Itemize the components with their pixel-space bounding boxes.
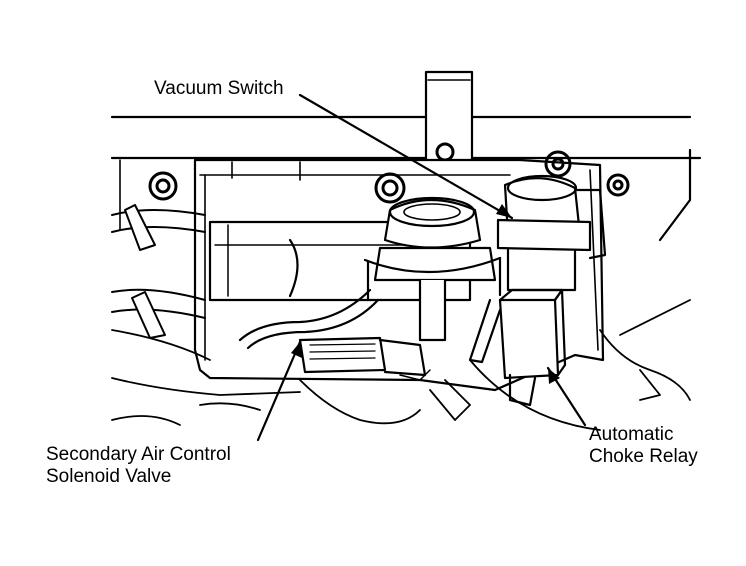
- leader-arrowheads: [291, 204, 560, 384]
- upper-mounting-bracket: [424, 70, 474, 174]
- vacuum-switch-label: Vacuum Switch: [154, 78, 284, 100]
- air-control-valve: [363, 196, 502, 342]
- choke-relay-label-line1: Automatic: [589, 424, 674, 445]
- lower-engine-details: [111, 299, 691, 431]
- vacuum-switch-label-text: Vacuum Switch: [154, 78, 284, 99]
- secondary-air-label-line1: Secondary Air Control: [46, 444, 231, 465]
- choke-relay-label: Automatic Choke Relay: [589, 424, 746, 468]
- secondary-air-valve-label: Secondary Air Control Solenoid Valve: [46, 444, 231, 488]
- choke-relay-label-line2: Choke Relay: [589, 446, 698, 467]
- secondary-air-label-line2: Solenoid Valve: [46, 466, 172, 487]
- left-hoses: [111, 204, 206, 339]
- connecting-hose: [238, 288, 380, 350]
- secondary-air-solenoid: [298, 336, 431, 381]
- background-body-lines: [110, 115, 702, 242]
- vacuum-switch: [496, 174, 607, 292]
- choke-relay: [468, 288, 567, 407]
